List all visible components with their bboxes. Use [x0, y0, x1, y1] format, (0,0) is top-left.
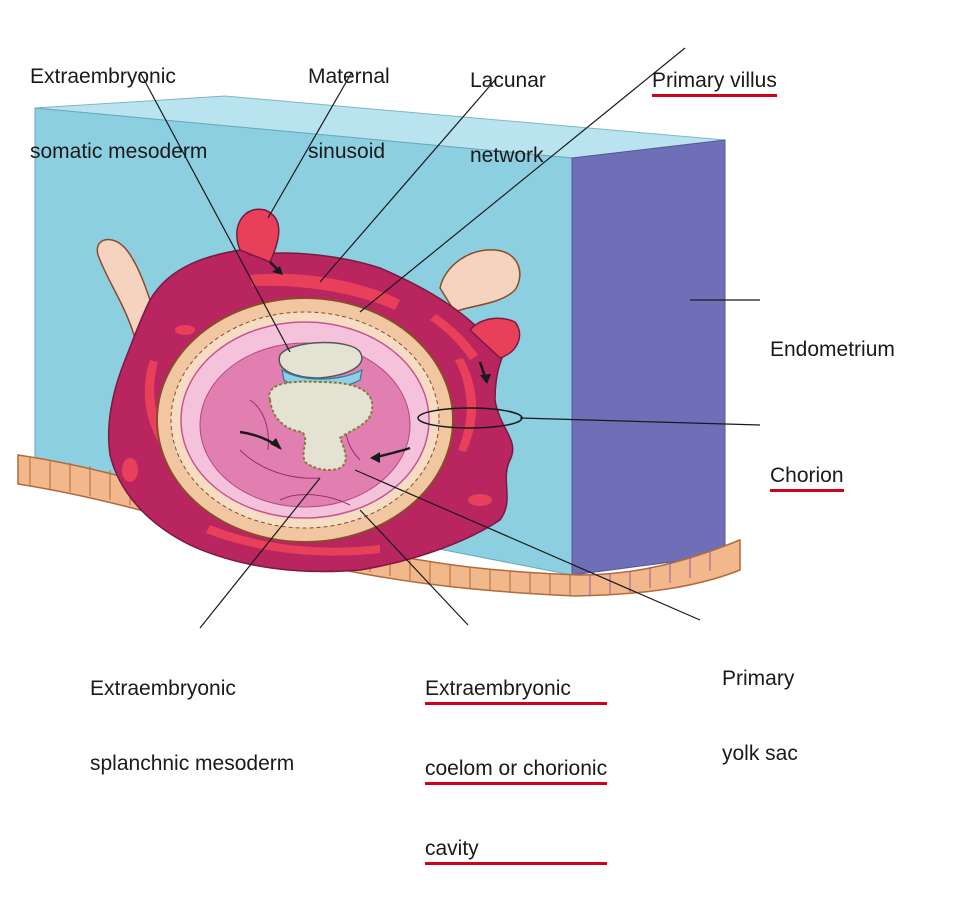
- primary-villus-right: [468, 317, 521, 359]
- label-line: Endometrium: [770, 338, 895, 361]
- label-lacunar-network: Lacunar network: [470, 18, 546, 218]
- label-line: Primary: [722, 667, 795, 690]
- label-primary-yolk-sac: Primary yolk sac: [722, 616, 798, 816]
- endometrium-side-face: [571, 139, 726, 576]
- label-line: Primary villus: [652, 68, 777, 97]
- label-line: Maternal: [308, 65, 390, 88]
- splanchnic-mesoderm-veins: [239, 399, 361, 506]
- label-line: Extraembryonic: [30, 65, 176, 88]
- label-line: Chorion: [770, 463, 844, 492]
- label-maternal-sinusoid: Maternal sinusoid: [308, 14, 390, 214]
- diagram-illustration: [17, 47, 761, 629]
- primary-yolk-sac-shape: [268, 380, 374, 471]
- epithelium-side-cells: [589, 549, 711, 596]
- flow-arrows: [239, 261, 491, 463]
- label-line: somatic mesoderm: [30, 140, 208, 163]
- leader-lines: [139, 47, 761, 629]
- label-line: Extraembryonic: [90, 677, 236, 700]
- label-line: Extraembryonic: [425, 676, 608, 705]
- label-chorion: Chorion: [770, 413, 844, 543]
- label-line: cavity: [425, 836, 608, 865]
- label-line: splanchnic mesoderm: [90, 752, 295, 775]
- label-line: sinusoid: [308, 140, 386, 163]
- amniotic-cavity: [278, 341, 363, 379]
- primary-villus-top: [236, 208, 280, 263]
- label-line: yolk sac: [722, 742, 798, 765]
- label-extraembryonic-coelom: Extraembryonic coelom or chorionic cavit…: [425, 626, 608, 916]
- label-extraembryonic-splanchnic-mesoderm: Extraembryonic splanchnic mesoderm: [90, 626, 294, 826]
- uterine-gland-right: [439, 249, 521, 313]
- label-line: network: [470, 144, 544, 167]
- label-extraembryonic-somatic-mesoderm: Extraembryonic somatic mesoderm: [30, 14, 207, 214]
- label-line: Lacunar: [470, 69, 546, 92]
- diagram-canvas: Extraembryonic somatic mesoderm Maternal…: [17, 14, 895, 865]
- label-line: coelom or chorionic: [425, 756, 608, 785]
- label-primary-villus: Primary villus: [652, 18, 777, 148]
- label-endometrium: Endometrium: [770, 287, 895, 412]
